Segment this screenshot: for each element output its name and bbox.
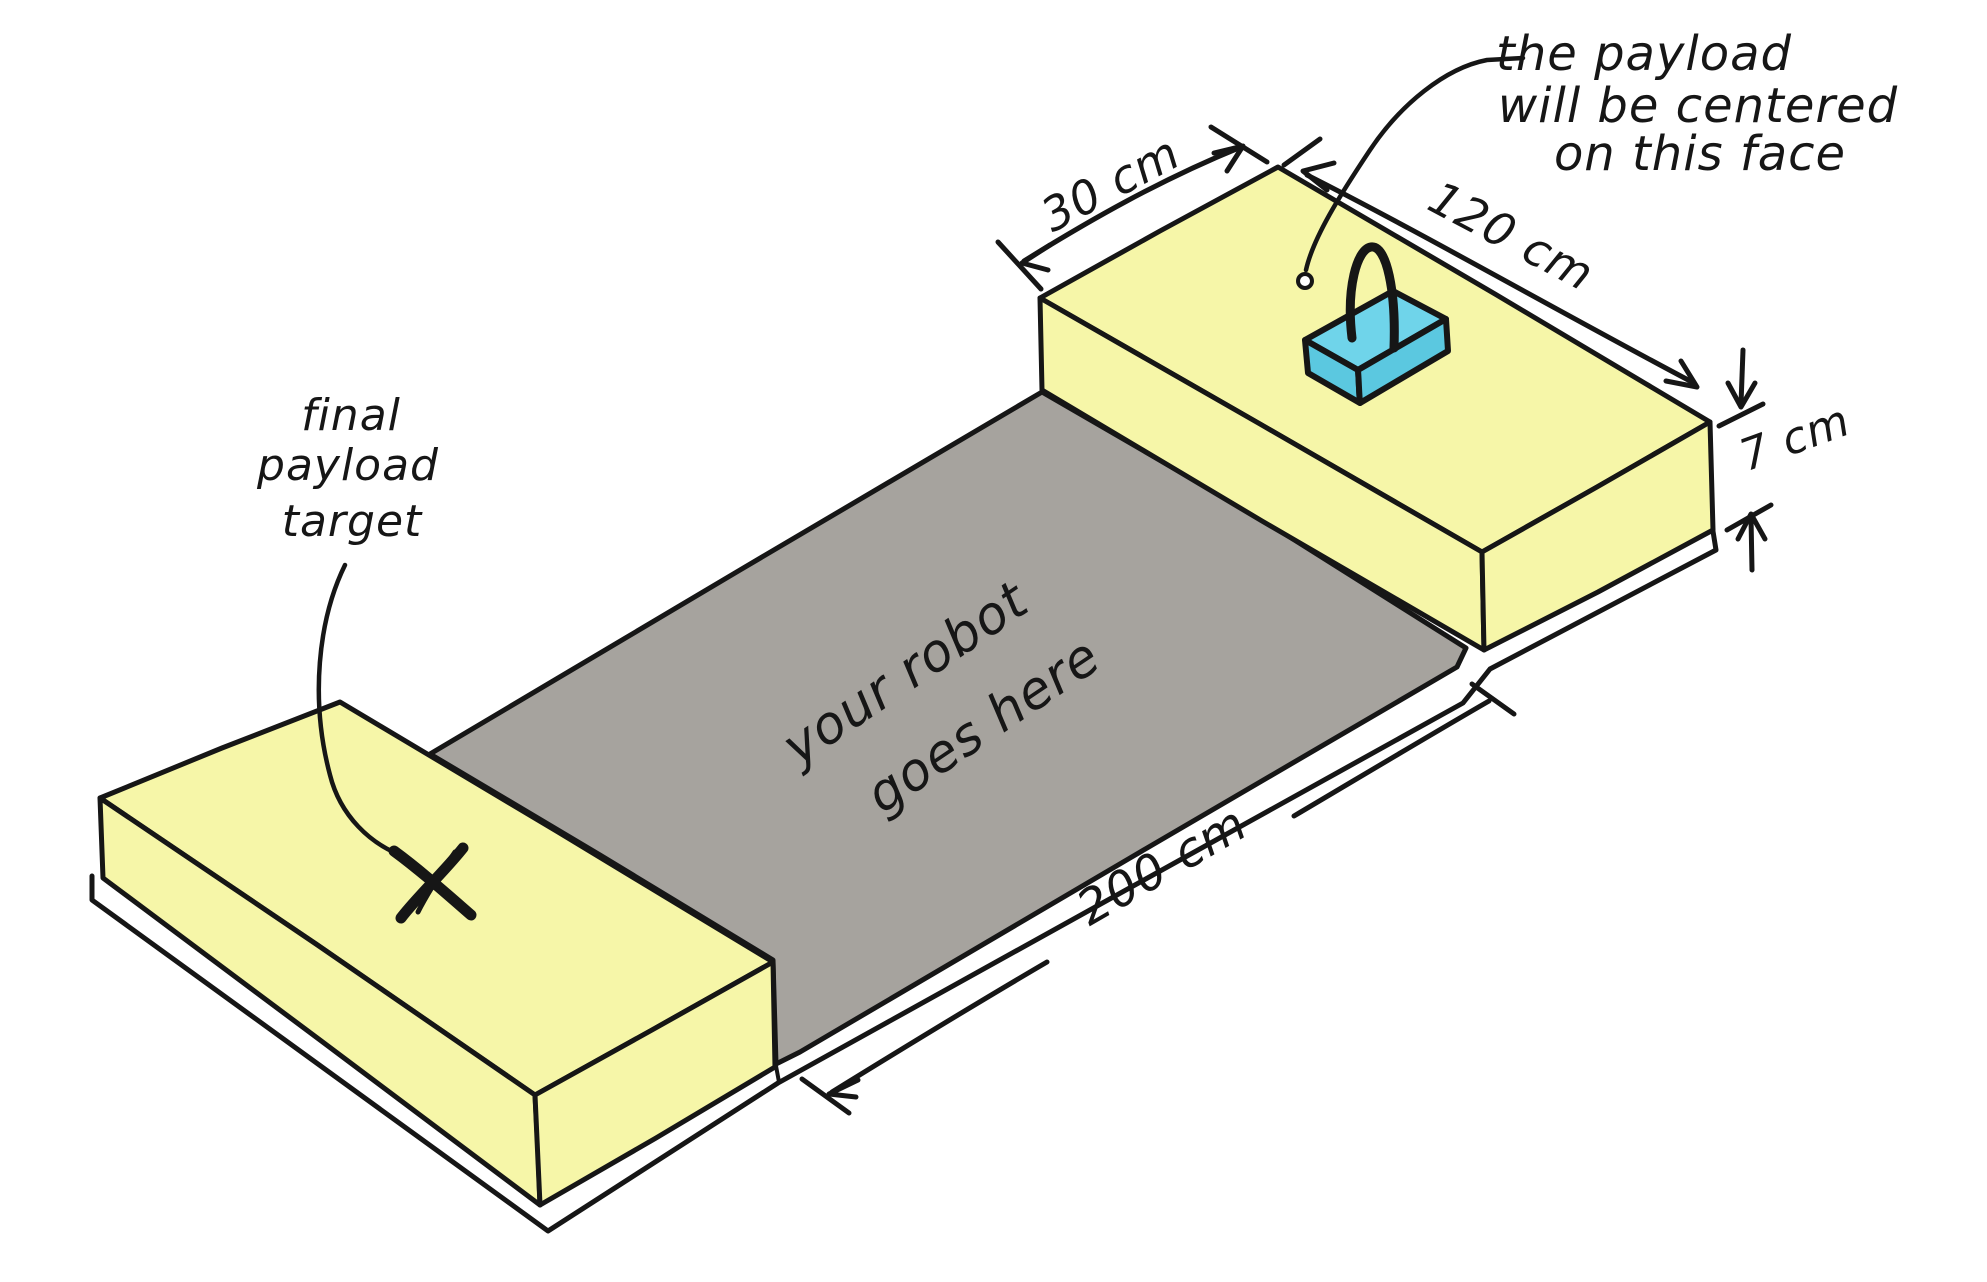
payload-note-line-3: on this face (1554, 126, 1846, 182)
dimension-30cm (995, 124, 1270, 292)
payload-note-leader (1296, 55, 1526, 290)
dimension-200cm-tick-left (799, 1076, 852, 1116)
dimension-7cm-lower-tick (1724, 502, 1774, 533)
target-x-stroke-3 (415, 849, 458, 915)
dimension-120cm-tick-top (1281, 136, 1323, 168)
dimension-7cm-upper-line (1738, 347, 1746, 407)
target-zone-block (97, 699, 778, 1208)
target-zone-side-face (532, 959, 778, 1208)
dimension-200cm-line-right (1291, 698, 1492, 819)
payload-note-line-1: the payload (1496, 26, 1792, 82)
base-board-outline (89, 522, 1719, 1234)
drawing-root: the payload will be centered on this fac… (89, 26, 1898, 1234)
payload-handle (1345, 242, 1399, 353)
dimension-200cm (799, 681, 1517, 1116)
payload-note-leader-line (1303, 55, 1526, 273)
payload-box-side-face (1355, 316, 1451, 406)
dimension-30cm-tick-right (1208, 124, 1270, 165)
dimension-30cm-label: 30 cm (1032, 125, 1188, 242)
payload-center-point (1296, 272, 1314, 290)
dimension-7cm-upper-tick (1716, 401, 1766, 429)
dimension-120cm-line (1304, 172, 1695, 385)
dimension-200cm-line-left (829, 959, 1050, 1095)
target-x-stroke-2 (395, 842, 469, 924)
dimension-7cm-upper-arrow (1725, 380, 1758, 410)
target-x-mark (388, 842, 477, 924)
final-target-line-3: target (282, 496, 423, 547)
final-target-line-1: final (301, 390, 401, 441)
final-target-line-2: payload (256, 440, 439, 491)
dimension-7cm-lower-line (1748, 514, 1755, 573)
payload-box (1302, 242, 1451, 406)
dimension-30cm-arrow-left (1019, 242, 1053, 273)
final-target-leader-line (316, 562, 409, 860)
payload-note-line-2: will be centered (1498, 78, 1898, 134)
dimension-120cm-arrow-bottom (1663, 358, 1700, 390)
dimension-7cm (1716, 347, 1774, 573)
dimension-120cm (1281, 136, 1700, 390)
payload-zone-side-face (1479, 419, 1716, 653)
dimension-200cm-tick-right (1469, 681, 1517, 717)
dimension-30cm-tick-left (995, 239, 1044, 292)
